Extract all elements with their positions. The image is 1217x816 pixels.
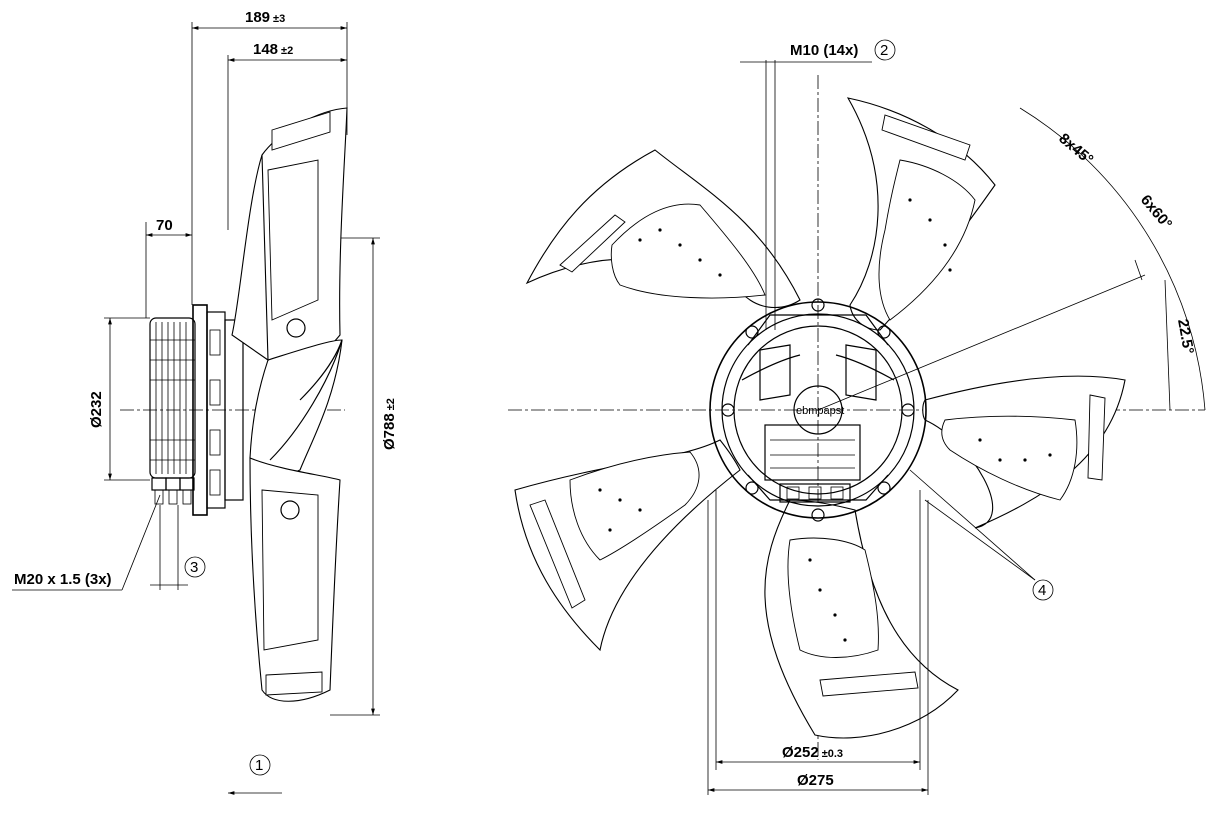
callout-2: 2: [880, 42, 888, 59]
mounting-flange: [192, 304, 244, 516]
blade-side-profile: [231, 107, 348, 702]
blade-rivets: [598, 198, 1052, 642]
dim-70: 70: [156, 217, 173, 234]
dim-788: Ø788±2: [381, 398, 398, 450]
side-view: 189±3 148±2 70 Ø232 Ø788±2: [12, 9, 398, 795]
dim-189: 189±3: [245, 9, 285, 26]
dim-148: 148±2: [253, 41, 293, 58]
front-view: ebmpapst M10 (14x) 2 8x45° 6x60° 22.5° 4: [508, 39, 1206, 795]
dim-252: Ø252±0.3: [782, 744, 843, 761]
motor-hub: ebmpapst: [709, 298, 927, 522]
dim-232: Ø232: [88, 391, 105, 428]
callout-4: 4: [1038, 582, 1046, 599]
dim-275: Ø275: [797, 772, 834, 789]
impeller-blades: [514, 97, 1126, 739]
callout-1: 1: [255, 757, 263, 774]
thread-spec: M10 (14x): [790, 42, 858, 59]
callout-3: 3: [190, 559, 198, 576]
cable-glands: [151, 477, 195, 505]
angle-8x45: 8x45°: [1055, 130, 1096, 168]
thread-cable-gland: M20 x 1.5 (3x): [14, 571, 112, 588]
brand-logo: ebmpapst: [796, 405, 844, 417]
angle-22-5: 22.5°: [1174, 318, 1197, 356]
motor-housing: [149, 317, 196, 479]
